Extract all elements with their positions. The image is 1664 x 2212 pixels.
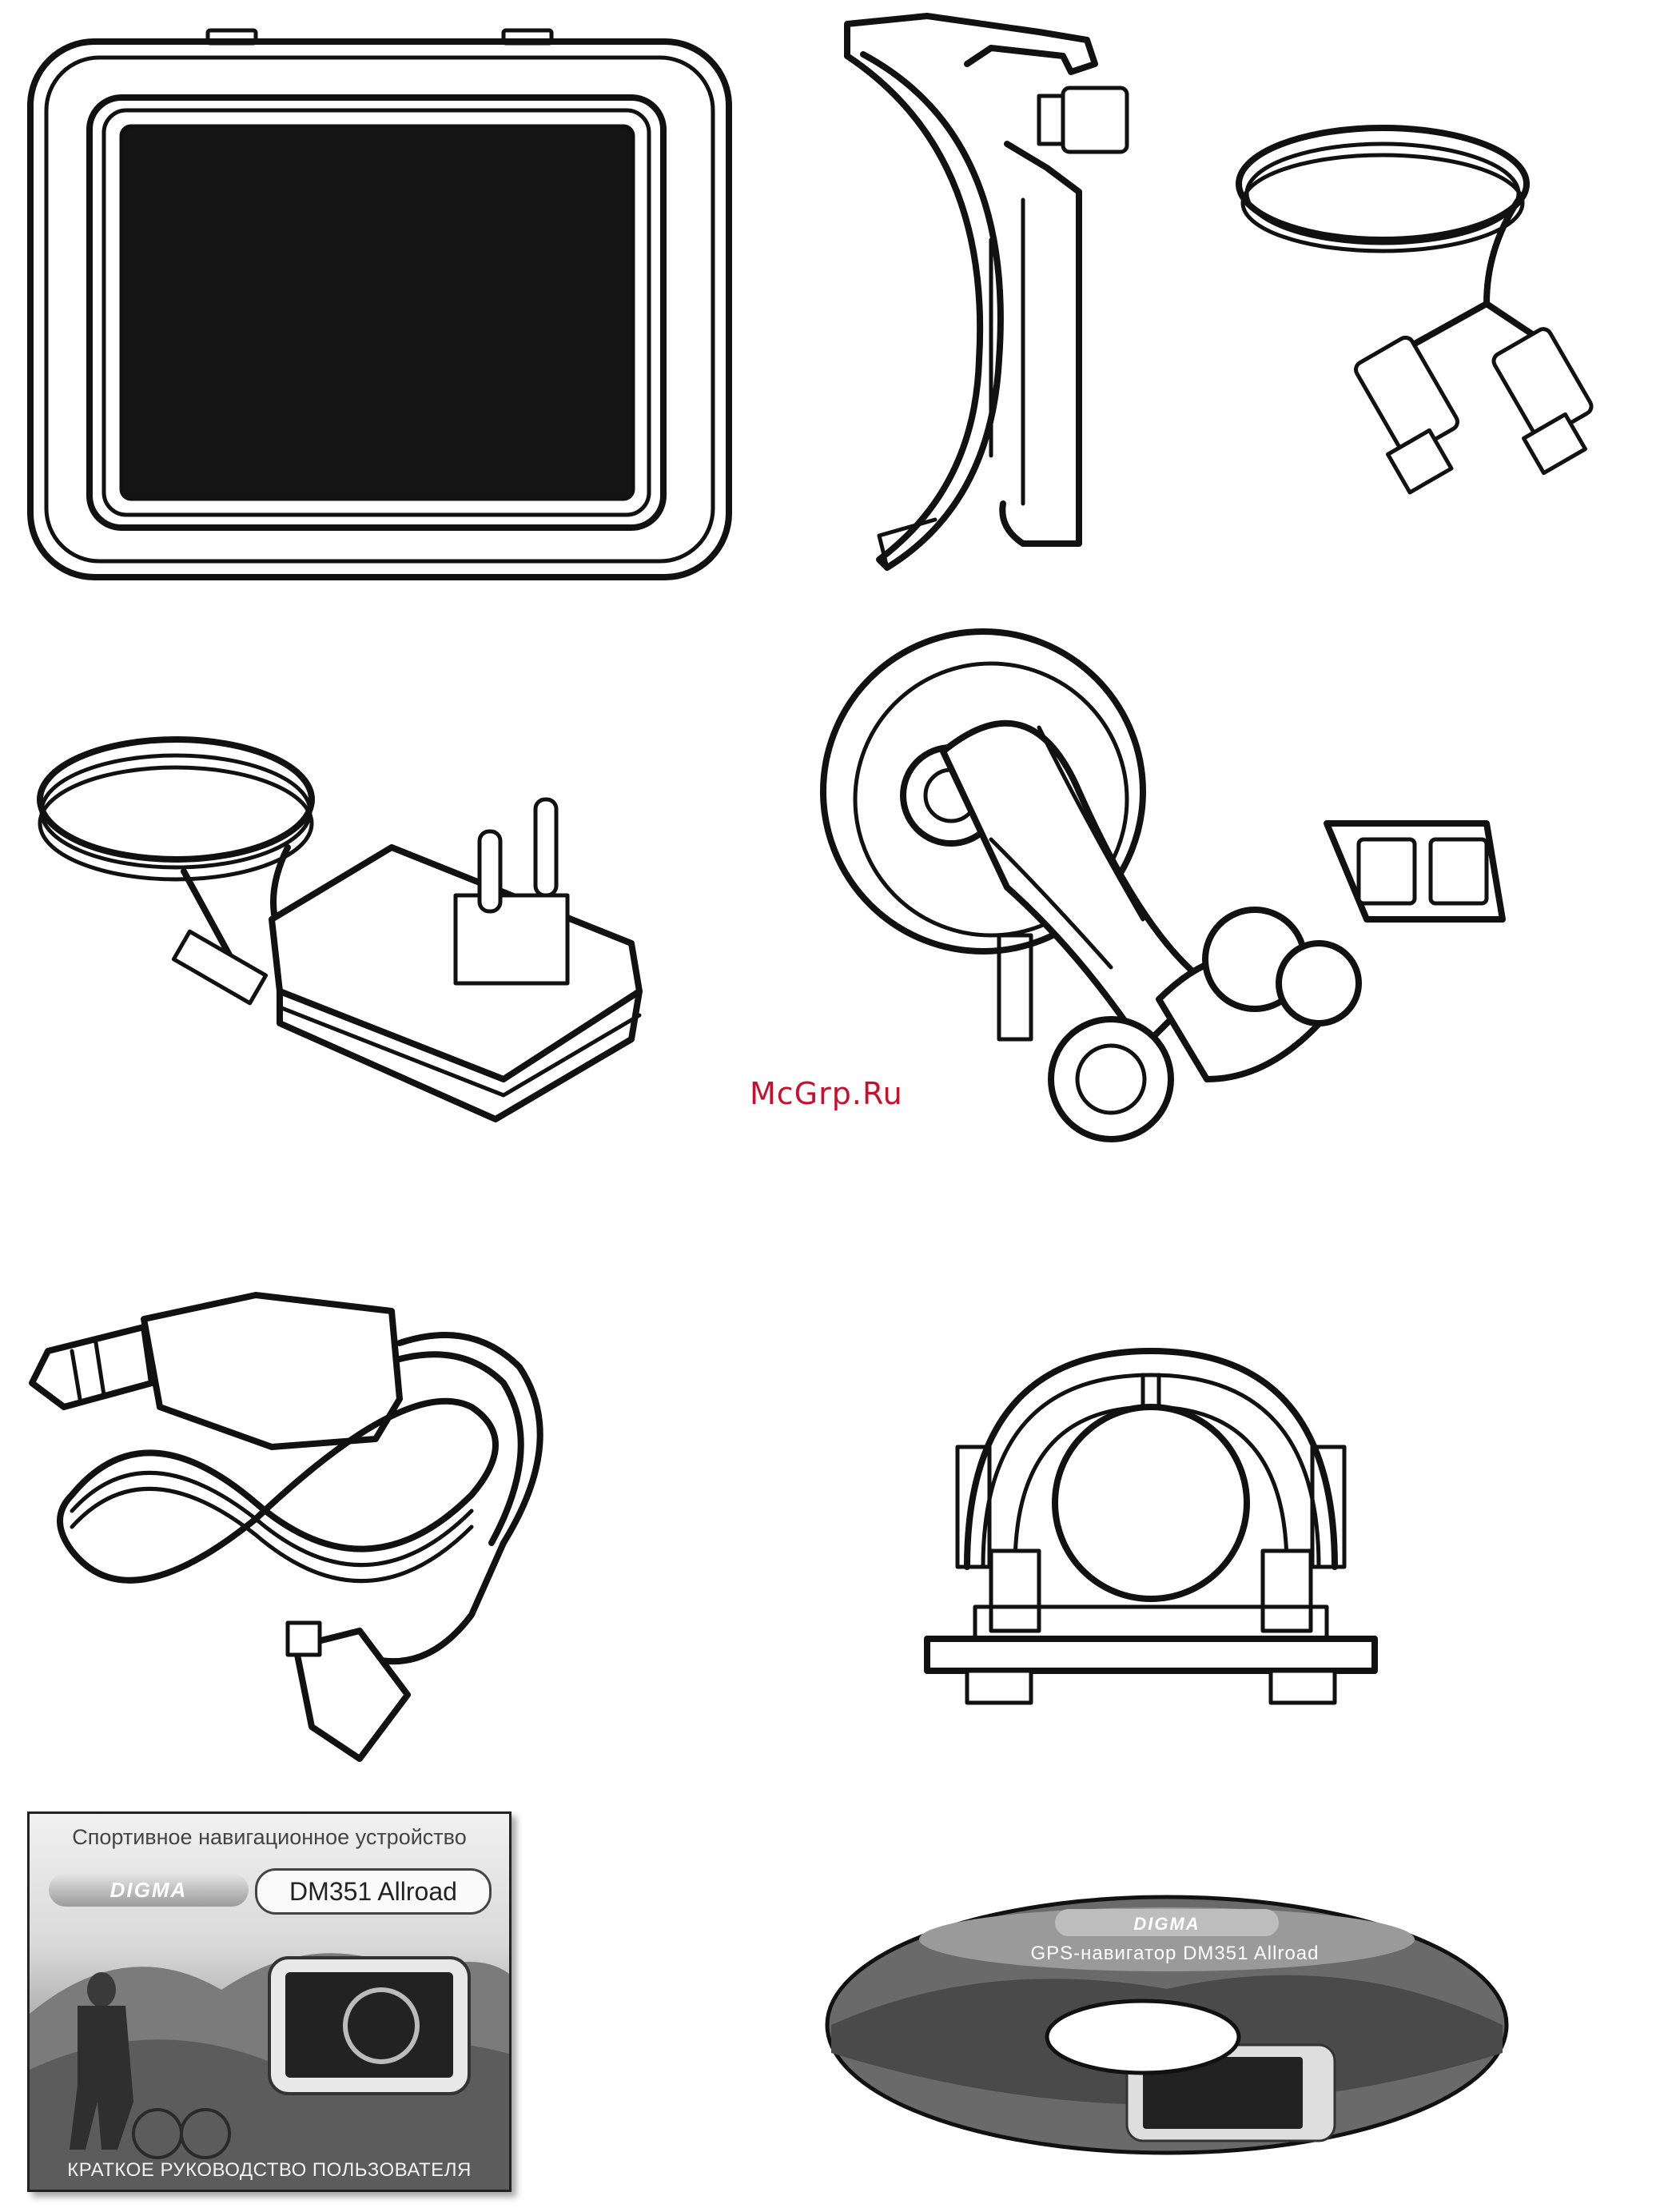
- watermark-text: McGrp.Ru: [750, 1076, 903, 1111]
- car-charger-illustration: [24, 1279, 551, 1759]
- quick-guide-booklet: Спортивное навигационное устройство DIGM…: [27, 1811, 512, 2192]
- software-disc: DIGMA GPS-навигатор DM351 Allroad: [823, 1893, 1511, 2157]
- manual-subtitle: Спортивное навигационное устройство: [30, 1825, 509, 1850]
- holder-bracket-illustration: [831, 8, 1151, 592]
- manual-footer-title: КРАТКОЕ РУКОВОДСТВО ПОЛЬЗОВАТЕЛЯ: [30, 2159, 509, 2182]
- gps-device-illustration: [24, 24, 735, 584]
- suction-mount-illustration: [807, 632, 1527, 1167]
- bike-clamp-illustration: [919, 1343, 1383, 1727]
- ac-charger-illustration: [24, 719, 663, 1151]
- disc-title: GPS-навигатор DM351 Allroad: [935, 1943, 1415, 1965]
- manual-model-label: DM351 Allroad: [255, 1868, 492, 1915]
- disc-brand-logo: DIGMA: [1063, 1912, 1271, 1936]
- usb-cable-illustration: [1223, 104, 1654, 488]
- manual-brand-logo: DIGMA: [49, 1873, 249, 1907]
